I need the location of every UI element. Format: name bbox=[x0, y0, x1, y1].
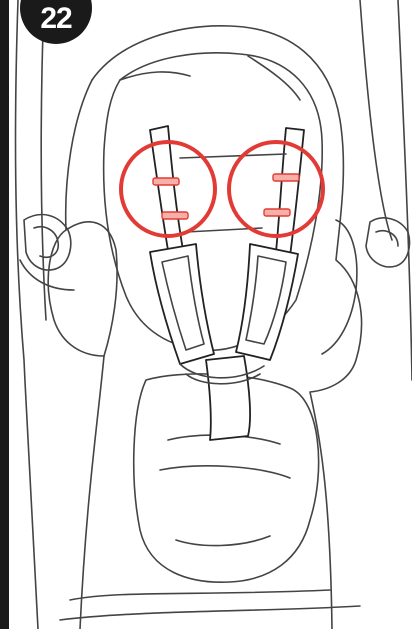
right-side-rail bbox=[398, 0, 412, 380]
right-side-rail-inner bbox=[360, 0, 392, 240]
step-number: 22 bbox=[40, 4, 71, 34]
left-wing bbox=[66, 222, 117, 356]
seat-shell bbox=[92, 26, 362, 629]
left-side-rail-inner bbox=[41, 0, 46, 320]
right-chest-pad bbox=[236, 244, 298, 360]
left-side-rail bbox=[16, 0, 38, 629]
shoulder-height-clip-left-lower bbox=[162, 212, 188, 219]
shoulder-height-clip-left-upper bbox=[153, 178, 179, 185]
crotch-strap bbox=[206, 356, 250, 440]
shoulder-height-clip-right-upper bbox=[273, 174, 299, 181]
left-hinge bbox=[24, 215, 71, 270]
highlight-circle-right bbox=[229, 142, 323, 236]
left-chest-pad bbox=[150, 244, 214, 364]
left-shoulder-strap bbox=[150, 126, 184, 262]
footrest bbox=[70, 590, 330, 600]
right-wing bbox=[322, 220, 357, 354]
shoulder-height-clip-right-lower bbox=[264, 209, 290, 216]
